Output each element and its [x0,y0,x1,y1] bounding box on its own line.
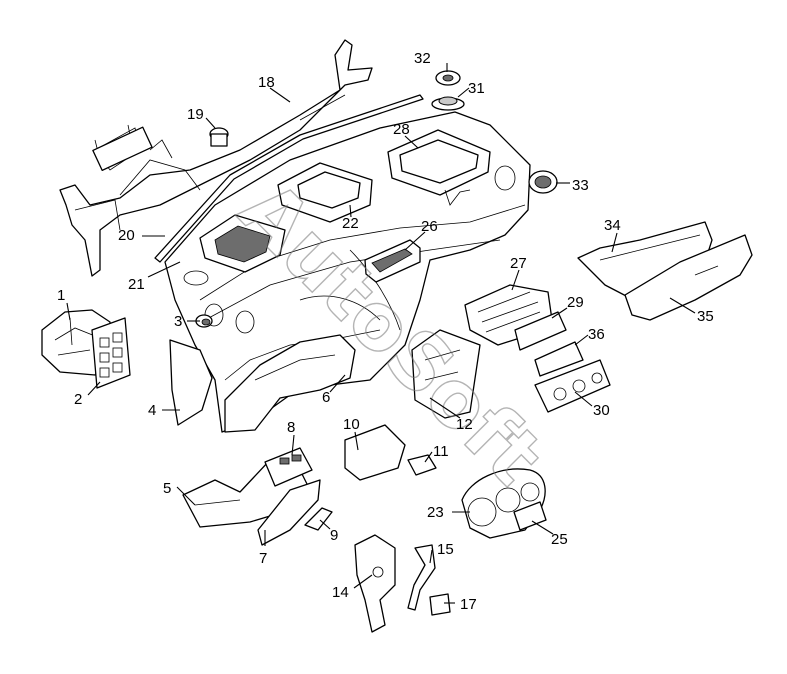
callout-21: 21 [128,276,145,293]
callout-3: 3 [174,313,182,330]
callout-14: 14 [332,584,349,601]
part-side-cover [169,339,213,426]
part-glovebox [624,234,753,321]
callout-4: 4 [148,402,156,419]
part-climate-control [534,359,611,413]
part-bracket-15 [407,544,436,611]
callout-26: 26 [421,218,438,235]
part-display-module [514,311,567,351]
part-left-vent [199,214,286,273]
callout-29: 29 [567,294,584,311]
part-center-console [411,329,481,419]
callout-25: 25 [551,531,568,548]
callout-9: 9 [330,527,338,544]
part-trim-strip [154,94,424,263]
leader-lines [66,63,696,604]
part-center-display-housing [277,162,373,223]
part-speaker [431,96,465,111]
callout-28: 28 [393,121,410,138]
callout-5: 5 [163,480,171,497]
callout-12: 12 [456,416,473,433]
part-lower-cover [257,479,321,546]
part-plug [209,127,229,147]
callout-7: 7 [259,550,267,567]
part-sensor [429,593,451,616]
part-knee-panel [344,424,406,481]
part-switch-8 [264,447,313,487]
callout-11: 11 [433,443,449,460]
part-clip [304,507,333,531]
callout-35: 35 [697,308,714,325]
callout-32: 32 [414,50,431,67]
callout-10: 10 [343,416,360,433]
part-center-vent [364,239,421,283]
callout-8: 8 [287,419,295,436]
callout-23: 23 [427,504,444,521]
callout-31: 31 [468,80,485,97]
callout-20: 20 [118,227,135,244]
callout-6: 6 [322,389,330,406]
part-small-switch [407,454,437,476]
callout-19: 19 [187,106,204,123]
part-side-vent [528,170,558,194]
callout-30: 30 [593,402,610,419]
callout-17: 17 [460,596,477,613]
callout-labels: 1 2 3 4 5 6 7 8 9 10 11 12 14 15 17 18 1… [57,50,714,613]
callout-1: 1 [57,287,65,304]
part-airbag-module [387,129,491,206]
callout-34: 34 [604,217,621,234]
callout-18: 18 [258,74,275,91]
callout-27: 27 [510,255,527,272]
part-bracket-14 [354,534,396,633]
part-switch-unit [534,341,584,377]
callout-33: 33 [572,177,589,194]
part-speaker-cover [435,70,461,86]
part-lower-trim [224,334,356,433]
part-knob [195,314,213,328]
part-cross-car-beam [59,39,373,277]
callout-2: 2 [74,391,82,408]
part-switch-panel [91,317,131,389]
callout-15: 15 [437,541,454,558]
callout-22: 22 [342,215,359,232]
callout-36: 36 [588,326,605,343]
part-cluster-module [513,501,547,531]
